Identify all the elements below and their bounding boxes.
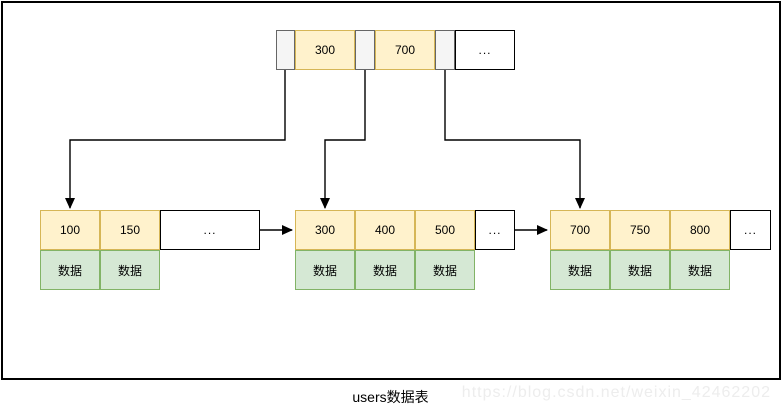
leaf2-key-cell: 400: [355, 210, 415, 250]
leaf2-more-cell: ...: [475, 210, 515, 250]
root-more-cell: ...: [455, 30, 515, 70]
leaf1-data-cell: 数据: [40, 250, 100, 290]
leaf3-data-cell: 数据: [550, 250, 610, 290]
leaf3-more-cell: ...: [730, 210, 771, 250]
leaf1-more-cell: ...: [160, 210, 260, 250]
leaf2-data-cell: 数据: [295, 250, 355, 290]
leaf3-key-cell: 800: [670, 210, 730, 250]
leaf2-key-cell: 300: [295, 210, 355, 250]
root-key-cell: 300: [295, 30, 355, 70]
leaf1-data-cell: 数据: [100, 250, 160, 290]
leaf2-data-cell: 数据: [415, 250, 475, 290]
leaf1-key-cell: 100: [40, 210, 100, 250]
root-pointer-cell: [276, 30, 295, 70]
leaf3-key-cell: 750: [610, 210, 670, 250]
leaf2-data-cell: 数据: [355, 250, 415, 290]
leaf3-data-cell: 数据: [670, 250, 730, 290]
root-pointer-cell: [355, 30, 375, 70]
root-key-cell: 700: [375, 30, 435, 70]
table-caption: users数据表: [352, 389, 429, 405]
diagram-frame: [1, 1, 781, 380]
leaf3-data-cell: 数据: [610, 250, 670, 290]
watermark-text: https://blog.csdn.net/weixin_42462202: [461, 384, 771, 401]
leaf1-key-cell: 150: [100, 210, 160, 250]
root-pointer-cell: [435, 30, 455, 70]
leaf2-key-cell: 500: [415, 210, 475, 250]
leaf3-key-cell: 700: [550, 210, 610, 250]
